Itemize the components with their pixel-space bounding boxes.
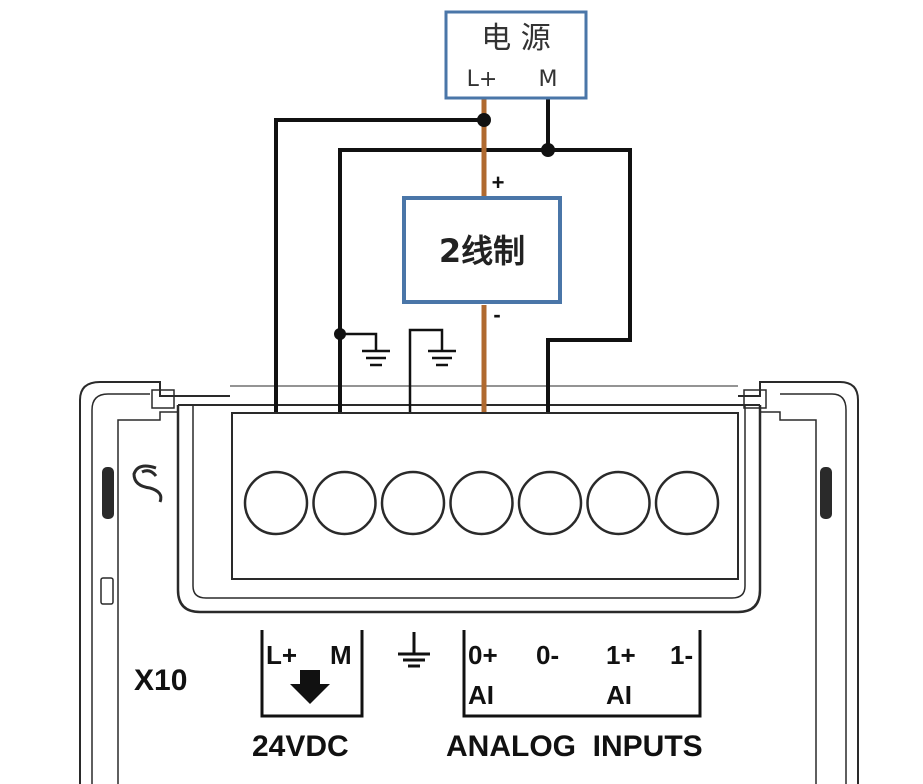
transmitter-label: 2线制 [439,232,525,270]
terminal-row [243,470,720,536]
terminal-screw-hole [312,470,377,536]
left-latch [151,389,175,409]
label-ai1-plus: 1+ [606,640,636,670]
label-m: M [330,640,352,670]
right-clip [820,467,832,519]
housing-right-outline [738,381,859,784]
label-analog-inputs: ANALOG INPUTS [446,730,703,763]
terminal-screw-hole [654,470,720,536]
wires [274,98,632,412]
label-supply: 24VDC [252,730,349,763]
module-housing [79,381,859,784]
transmitter-plus-sign: + [492,170,505,195]
cert-logo-icon [132,464,163,503]
wire-m [338,98,550,412]
ground-label-icon [398,632,430,668]
terminal-screw-hole [586,470,651,536]
right-latch [743,389,767,409]
power-terminal-lplus: L+ [467,67,498,92]
housing-right-inner [780,393,847,784]
transmitter-frame [402,196,562,304]
transmitter-minus-sign: - [493,302,500,327]
ground-icon [362,349,390,367]
label-ai-a: AI [468,680,494,710]
terminal-screw-hole [380,470,446,536]
ground-icon [428,349,456,367]
wire-lplus [274,118,484,412]
label-ai1-minus: 1- [670,640,693,670]
terminal-screw-hole [243,470,309,536]
panel-right [760,411,817,784]
terminal-screw-hole [517,470,583,536]
terminal-screw-hole [449,470,514,536]
housing-left-outline [79,381,230,784]
junction-dot-lplus [477,113,491,127]
terminal-block-frame [176,405,762,614]
label-lplus: L+ [266,640,297,670]
terminal-insert [231,412,739,580]
supply-bracket [260,630,364,718]
analog-bracket [462,630,702,718]
module-labels: X10 L+ M 24VDC 0+ 0- 1+ 1- AI AI ANALOG … [134,630,703,763]
arrow-down-icon [290,670,330,704]
label-ai0-plus: 0+ [468,640,498,670]
power-supply-frame [444,10,588,100]
junction-dot-ground [334,328,346,340]
junction-dot-m [541,143,555,157]
power-supply-box: 电 源 L+ M [444,10,588,100]
left-tab [100,577,114,605]
transmitter-box: + 2线制 - [402,170,562,327]
label-ai0-minus: 0- [536,640,559,670]
left-clip [102,467,114,519]
terminal-block-frame-inner [192,405,746,599]
housing-left-inner [91,393,150,784]
power-supply-title: 电 源 [481,21,551,56]
wire-ground-b [408,328,444,412]
label-ai-b: AI [606,680,632,710]
wire-return [546,148,632,412]
wire-ground-a [340,332,378,350]
panel-left [117,411,178,784]
power-terminal-m: M [539,67,558,92]
module-name: X10 [134,664,187,697]
